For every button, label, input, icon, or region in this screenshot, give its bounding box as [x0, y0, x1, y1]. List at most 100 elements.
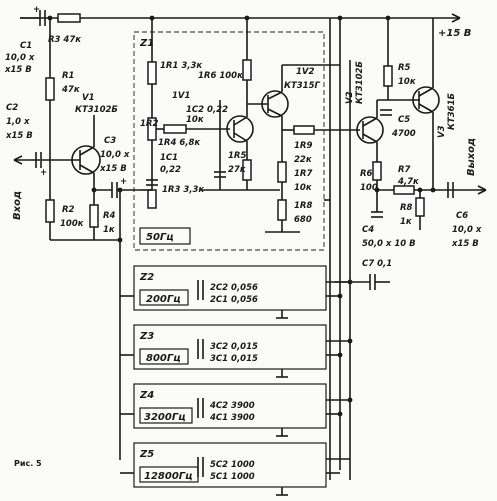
resistor-1r1 [147, 61, 157, 85]
supply-label: +15 В [438, 28, 471, 39]
1r7-name: 1R7 [294, 169, 312, 179]
v2-type: КТ3102Б [355, 61, 365, 104]
r6-value: 100 [360, 183, 378, 193]
r3-label: R3 47к [48, 35, 81, 45]
z3-name: Z3 [139, 331, 154, 342]
block-caps [197, 280, 204, 477]
capacitor-c5 [380, 109, 392, 116]
block-z3 [133, 324, 327, 370]
1r5-value: 27к [228, 165, 246, 175]
junction-dots [47, 15, 436, 417]
v2-name: V2 [345, 91, 355, 104]
1v2-type: КТ315Г [284, 81, 320, 91]
resistor-1r9 [293, 125, 315, 135]
capacitor-c1 [20, 10, 46, 26]
1c2-label: 1С2 0,22 [186, 105, 228, 115]
c2-voltage: х15 В [5, 131, 33, 141]
c6-voltage: х15 В [451, 239, 479, 249]
r6-name: R6 [360, 169, 373, 179]
input-label: Вход [12, 191, 23, 220]
figure-caption: Рис. 5 [14, 459, 42, 468]
resistor-r6 [372, 161, 382, 181]
c3-value: 10,0 х [100, 150, 130, 160]
c2-plus: + [40, 168, 47, 178]
resistor-1r3 [147, 189, 157, 209]
r2-name: R2 [62, 205, 75, 215]
resistor-1r7 [277, 161, 287, 183]
block-z4 [133, 383, 327, 429]
z3-c2: 3С2 0,015 [210, 342, 258, 352]
resistor-1r6 [242, 59, 252, 81]
c5-value: 4700 [391, 129, 416, 139]
r1-name: R1 [62, 71, 74, 81]
capacitor-c6 [447, 182, 454, 198]
c2-value: 1,0 х [6, 117, 30, 127]
z2-c2: 2С2 0,056 [210, 283, 258, 293]
1r7-value: 10к [294, 183, 312, 193]
r5-value: 10к [398, 77, 416, 87]
c7-label: C7 0,1 [362, 259, 392, 269]
capacitor-1c1 [146, 179, 158, 186]
z2-c1: 2С1 0,056 [210, 295, 258, 305]
1r9-value: 22к [294, 155, 312, 165]
resistor-1r4 [163, 124, 187, 134]
z5-freq: 12800Гц [144, 471, 193, 482]
1r8-name: 1R8 [294, 201, 312, 211]
r4-value: 1к [103, 225, 115, 235]
v3-name: V3 [437, 125, 447, 138]
resistor-r5 [383, 65, 393, 87]
capacitor-1c2 [214, 100, 226, 190]
input-terminal [13, 152, 80, 168]
1r9-name: 1R9 [294, 141, 312, 151]
v1-name: V1 [82, 93, 95, 103]
r8-value: 1к [400, 217, 412, 227]
z5-c1: 5С1 1000 [210, 472, 255, 482]
transistor-1v2 [247, 65, 289, 140]
capacitor-c4 [371, 200, 383, 218]
r4-name: R4 [103, 211, 116, 221]
c6-value: 10,0 х [452, 225, 482, 235]
r2-value: 100к [60, 219, 84, 229]
r7-value: 4,7к [397, 177, 419, 187]
1r6-label: 1R6 100к [198, 71, 243, 81]
c2-name: C2 [6, 103, 18, 113]
z2-freq: 200Гц [146, 294, 181, 305]
1r8-value: 680 [294, 215, 312, 225]
output-label: Выход [466, 138, 477, 176]
z4-c1: 4С1 3900 [209, 413, 255, 423]
r5-name: R5 [398, 63, 411, 73]
v1-type: КТ3102Б [75, 105, 118, 115]
z3-c1: 3С1 0,015 [210, 354, 258, 364]
c1-plus: + [33, 5, 40, 15]
r7-name: R7 [398, 165, 411, 175]
c3-voltage: х15 В [99, 164, 127, 174]
v3-type: КТ361Б [447, 93, 457, 130]
1r5-name: 1R5 [228, 151, 246, 161]
resistor-r1 [45, 77, 55, 101]
output-terminal [477, 185, 487, 195]
resistor-r3 [57, 13, 81, 23]
block-z2 [133, 265, 327, 311]
1v1-label: 1V1 [172, 91, 190, 101]
z1-freq-box [139, 227, 191, 245]
c3-plus: + [120, 177, 127, 187]
block-z1 [133, 31, 325, 251]
r8-name: R8 [400, 203, 413, 213]
1v2-name: 1V2 [296, 67, 314, 77]
z5-c2: 5С2 1000 [210, 460, 255, 470]
c1-value: 10,0 х [5, 53, 35, 63]
z1-label: Z1 [139, 38, 154, 49]
1r3-label: 1R3 3,3к [162, 185, 204, 195]
c6-name: C6 [456, 211, 468, 221]
transistor-v1 [71, 115, 101, 190]
z1-freq: 50Гц [146, 232, 174, 243]
c1-voltage: х15 В [4, 65, 32, 75]
c5-name: C5 [398, 115, 410, 125]
ground-ticks [276, 310, 288, 496]
c4-value: 50,0 х 10 В [362, 239, 416, 249]
transistor-v3 [412, 18, 440, 150]
resistor-1r8 [277, 199, 287, 221]
1c1-name: 1С1 [160, 153, 178, 163]
